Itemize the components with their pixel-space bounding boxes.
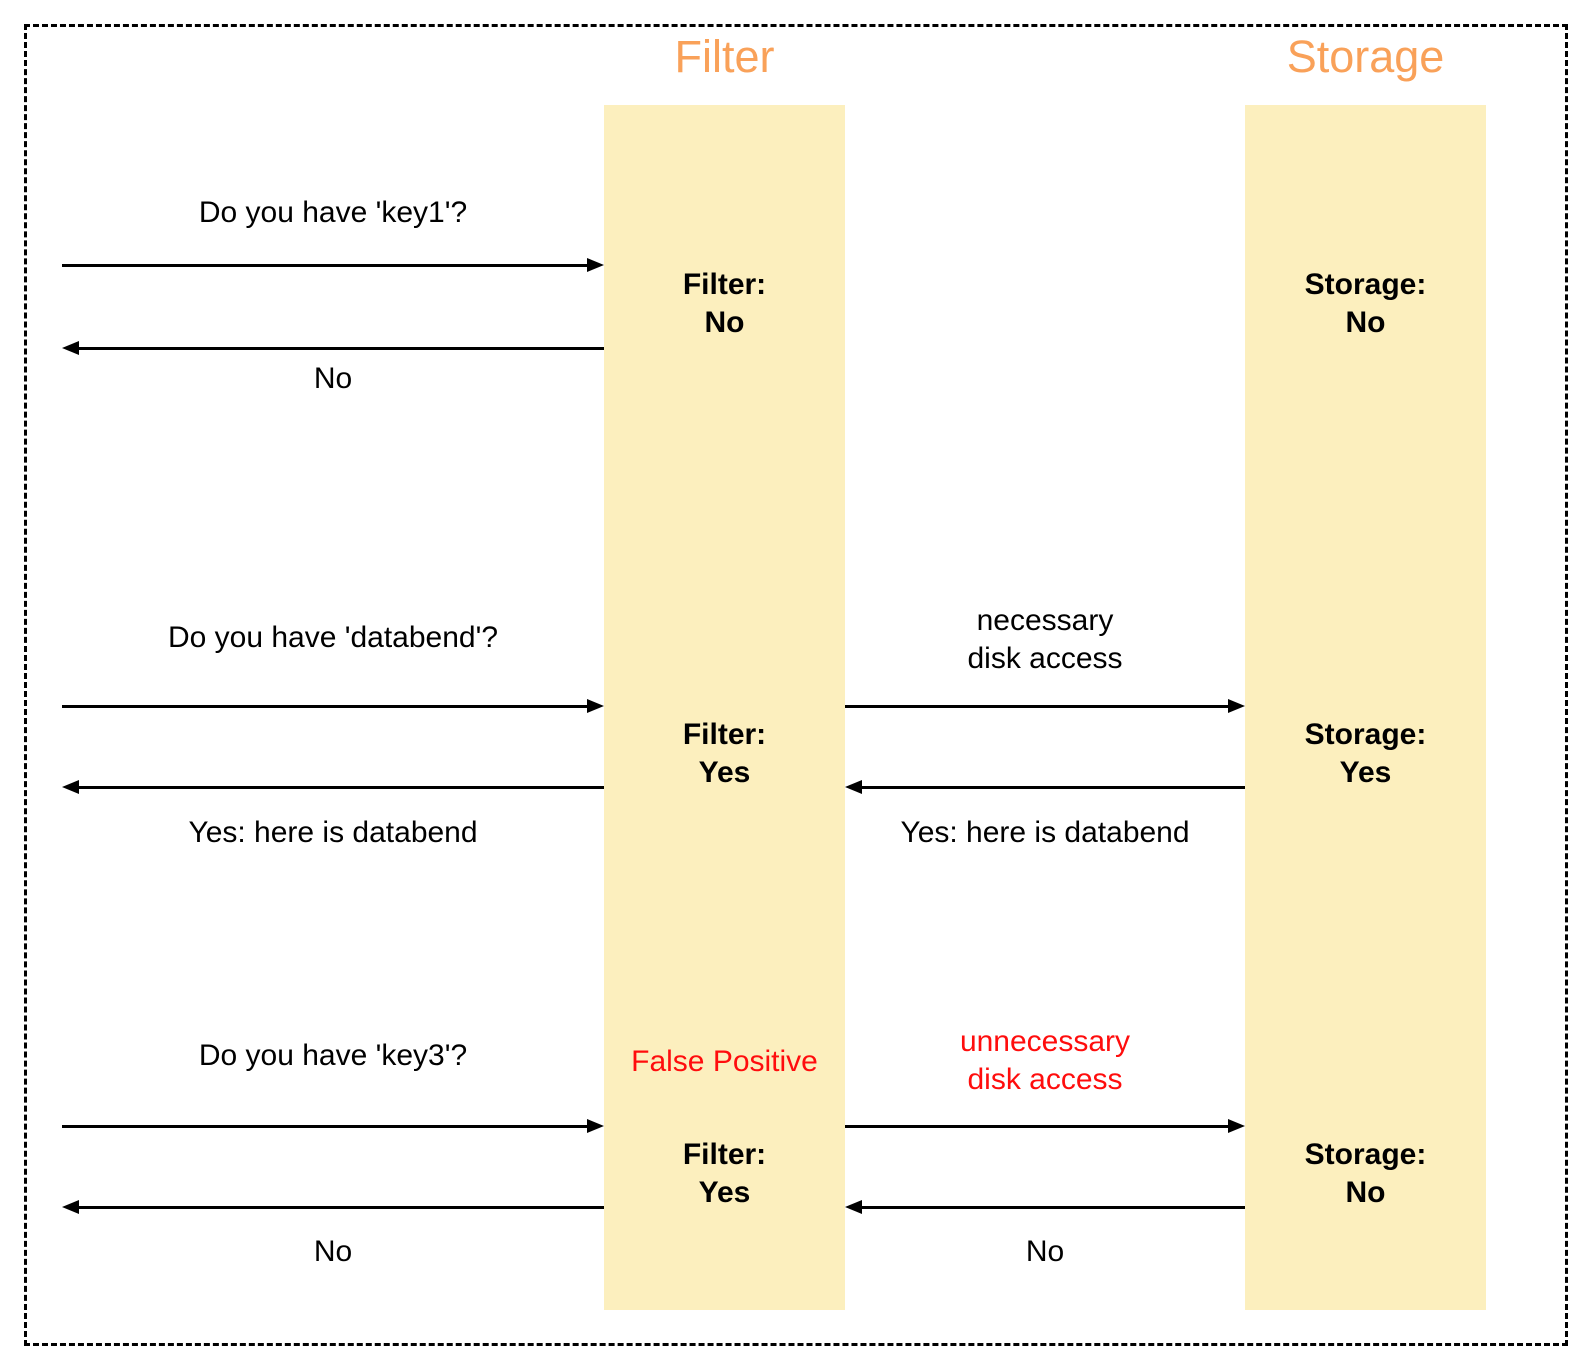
arrowhead-left-icon [845, 1200, 862, 1214]
arrow-shaft [77, 786, 604, 789]
arrowhead-right-icon [1228, 1119, 1245, 1133]
arrow-shaft [860, 1206, 1245, 1209]
filter-state-label: Filter: [682, 1138, 767, 1171]
arrowhead-left-icon [62, 341, 79, 355]
storage-response-message-s3: No [1025, 1235, 1065, 1268]
dashed-border [24, 24, 1568, 1346]
filter-lane-title: Filter [674, 31, 775, 82]
response-arrow-key3 [62, 1200, 604, 1214]
disk-access-note-line1: necessary [976, 604, 1114, 637]
arrow-shaft [77, 347, 604, 350]
storage-state-s1: Storage: No [1245, 266, 1486, 342]
filter-state-value: Yes [698, 756, 751, 789]
storage-state-value: No [1345, 1176, 1386, 1209]
false-positive-label: False Positive [631, 1045, 818, 1078]
response-message-databend: Yes: here is databend [188, 816, 478, 849]
disk-access-note-s3: unnecessary disk access [845, 1023, 1245, 1099]
disk-access-note-line2: disk access [967, 642, 1123, 675]
filter-state-label: Filter: [682, 718, 767, 751]
storage-state-s2: Storage: Yes [1245, 716, 1486, 792]
storage-state-label: Storage: [1304, 1138, 1427, 1171]
filter-lifeline-band [604, 105, 845, 1310]
arrow-shaft [62, 1125, 589, 1128]
request-message-key3: Do you have 'key3'? [198, 1039, 468, 1072]
filter-to-storage-arrow-s2 [845, 699, 1245, 713]
storage-state-label: Storage: [1304, 268, 1427, 301]
storage-state-value: Yes [1339, 756, 1392, 789]
storage-to-filter-arrow-s3 [845, 1200, 1245, 1214]
storage-lifeline-band [1245, 105, 1486, 1310]
storage-response-message-s2: Yes: here is databend [900, 816, 1190, 849]
disk-access-note-line1: unnecessary [959, 1025, 1131, 1058]
arrow-shaft [845, 1125, 1230, 1128]
filter-state-s3: Filter: Yes [604, 1136, 845, 1212]
response-message-key1: No [313, 362, 353, 395]
arrowhead-right-icon [587, 258, 604, 272]
filter-state-label: Filter: [682, 268, 767, 301]
arrowhead-right-icon [587, 699, 604, 713]
storage-state-s3: Storage: No [1245, 1136, 1486, 1212]
arrow-shaft [62, 264, 589, 267]
request-arrow-key1 [62, 258, 604, 272]
filter-state-value: Yes [698, 1176, 751, 1209]
storage-to-filter-arrow-s2 [845, 780, 1245, 794]
response-message-key3: No [313, 1235, 353, 1268]
disk-access-note-line2: disk access [967, 1063, 1123, 1096]
storage-state-label: Storage: [1304, 718, 1427, 751]
storage-state-value: No [1345, 306, 1386, 339]
filter-to-storage-arrow-s3 [845, 1119, 1245, 1133]
arrowhead-left-icon [845, 780, 862, 794]
request-arrow-databend [62, 699, 604, 713]
request-arrow-key3 [62, 1119, 604, 1133]
arrowhead-left-icon [62, 780, 79, 794]
disk-access-note-s2: necessary disk access [845, 602, 1245, 678]
arrowhead-right-icon [1228, 699, 1245, 713]
filter-state-value: No [704, 306, 745, 339]
request-message-key1: Do you have 'key1'? [198, 196, 468, 229]
request-message-databend: Do you have 'databend'? [167, 621, 499, 654]
arrow-shaft [860, 786, 1245, 789]
arrowhead-left-icon [62, 1200, 79, 1214]
response-arrow-databend [62, 780, 604, 794]
arrow-shaft [845, 705, 1230, 708]
arrow-shaft [77, 1206, 604, 1209]
response-arrow-key1 [62, 341, 604, 355]
filter-state-s2: Filter: Yes [604, 716, 845, 792]
filter-state-s1: Filter: No [604, 266, 845, 342]
storage-lane-title: Storage [1286, 31, 1445, 82]
arrowhead-right-icon [587, 1119, 604, 1133]
arrow-shaft [62, 705, 589, 708]
